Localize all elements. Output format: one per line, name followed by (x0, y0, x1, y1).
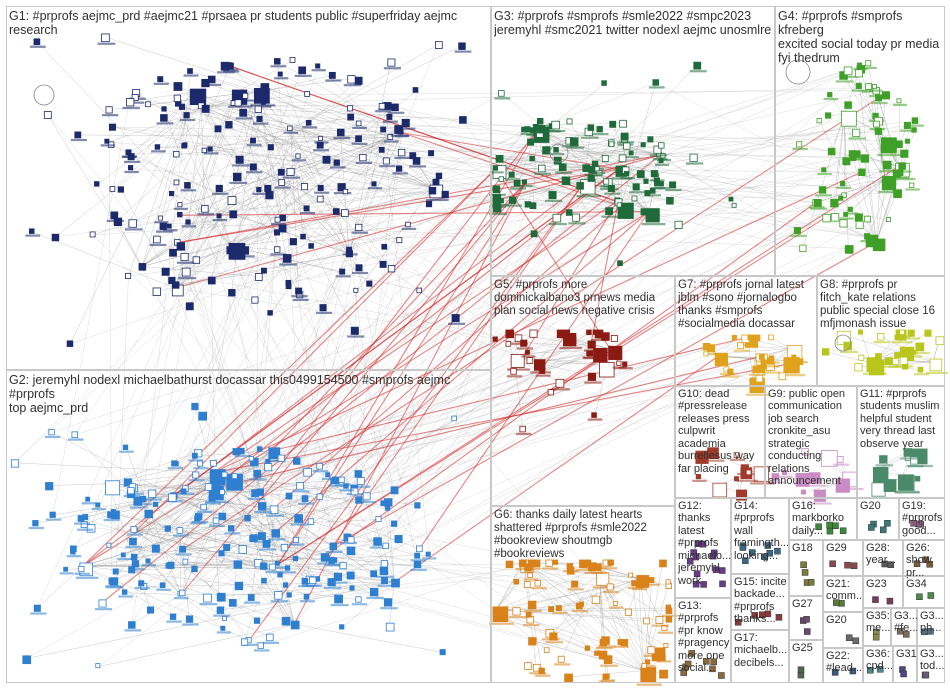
group-box-g3c: G3... tod... (917, 646, 945, 683)
group-label-g28: G28: year... (866, 542, 904, 567)
group-box-g4: G4: #prprofs #smprofs kfreberg excited s… (775, 6, 945, 276)
group-box-g27: G27 (789, 596, 823, 640)
group-label-g3c: G3... tod... (920, 648, 946, 673)
group-box-g1: G1: #prprofs aejmc_prd #aejmc21 #prsaea … (6, 6, 491, 370)
group-box-g25: G26: show pr... (903, 540, 945, 576)
group-box-g6: G6: thanks daily latest hearts shattered… (491, 506, 675, 683)
group-box-g3a: G3... #fe... (891, 608, 917, 646)
group-box-g3: G3: #prprofs #smprofs #smle2022 #smpc202… (491, 6, 775, 276)
group-box-g5: G5: #prprofs more dominickalbano3 prnews… (491, 276, 675, 506)
group-box-g24: G22: #lead... (823, 648, 863, 683)
group-label-g26: G25 (792, 642, 824, 654)
group-label-g31: G31 (896, 648, 918, 660)
group-label-g19: G19: #prprofs good... (902, 500, 946, 537)
group-label-g3b: G3... ph... (920, 610, 946, 635)
group-label-g1: G1: #prprofs aejmc_prd #aejmc21 #prsaea … (9, 9, 491, 37)
group-label-g9: G9: public open communication job search… (768, 388, 858, 487)
group-box-g35: G35: me... (863, 608, 891, 646)
group-box-g28: G28: year... (863, 540, 903, 576)
group-label-g18: G18 (792, 542, 824, 554)
group-label-g35: G35: me... (866, 610, 892, 635)
group-box-g2: G2: jeremyhl nodexl michaelbathurst doca… (6, 370, 491, 683)
group-label-g4: G4: #prprofs #smprofs kfreberg excited s… (778, 9, 944, 66)
group-box-g9: G9: public open communication job search… (765, 386, 857, 498)
group-label-g16: G16: markborko daily... (792, 500, 858, 537)
group-label-g14: G14: #prprofs wall framingth... looking.… (734, 500, 790, 562)
group-box-g12: G12: thanks latest #prprofs michaelb... … (675, 498, 731, 598)
node-label (637, 684, 662, 686)
group-box-g10: G10: dead #pressrelease releases press c… (675, 386, 765, 498)
group-box-g14: G14: #prprofs wall framingth... looking.… (731, 498, 789, 574)
group-label-g3a: G3... #fe... (894, 610, 918, 635)
group-label-g13: G13: #prprofs #pr know #pragency more on… (678, 600, 732, 675)
group-box-g34: G34 (903, 576, 945, 608)
group-box-g3b: G3... ph... (917, 608, 945, 646)
group-label-g3: G3: #prprofs #smprofs #smle2022 #smpc202… (494, 9, 774, 37)
group-box-g31: G31 (893, 646, 917, 683)
group-box-g17: G17: michaelb... decibels... (731, 630, 789, 683)
group-box-g16: G16: markborko daily... (789, 498, 857, 540)
group-box-g8: G8: #prprofs pr fitch_kate relations pub… (817, 276, 945, 386)
group-box-g29: G29 (823, 540, 863, 576)
group-label-g10: G10: dead #pressrelease releases press c… (678, 388, 766, 475)
group-label-g11: G11: #prprofs students muslim helpful st… (860, 388, 946, 450)
group-box-g21: G20 (823, 612, 863, 648)
group-label-g12: G12: thanks latest #prprofs michaelb... … (678, 500, 732, 587)
group-box-g23: G23 (863, 576, 903, 608)
group-label-g6: G6: thanks daily latest hearts shattered… (494, 509, 676, 561)
group-label-g20: G20 (860, 500, 900, 512)
group-box-g13: G13: #prprofs #pr know #pragency more on… (675, 598, 731, 683)
group-label-g29: G29 (826, 542, 864, 554)
group-label-g7: G7: #prprofs jornal latest jblm #sono #j… (678, 279, 818, 331)
group-label-g5: G5: #prprofs more dominickalbano3 prnews… (494, 279, 676, 318)
group-box-g15: G15: incite backade... #prprofs thanks..… (731, 574, 789, 630)
group-box-g36: G36: cpd... (863, 646, 893, 683)
group-label-g24: G22: #lead... (826, 650, 864, 675)
group-box-g26: G25 (789, 640, 823, 683)
group-label-g27: G27 (792, 598, 824, 610)
group-label-g21: G20 (826, 614, 864, 626)
group-label-g15: G15: incite backade... #prprofs thanks..… (734, 576, 790, 626)
group-label-g8: G8: #prprofs pr fitch_kate relations pub… (820, 279, 946, 331)
group-label-g2: G2: jeremyhl nodexl michaelbathurst doca… (9, 373, 491, 415)
group-box-g11: G11: #prprofs students muslim helpful st… (857, 386, 945, 498)
group-box-g19: G19: #prprofs good... (899, 498, 945, 540)
group-label-g34: G34 (906, 578, 946, 590)
group-label-g17: G17: michaelb... decibels... (734, 632, 790, 669)
group-box-g7: G7: #prprofs jornal latest jblm #sono #j… (675, 276, 817, 386)
group-box-g18: G18 (789, 540, 823, 596)
group-box-g20: G20 (857, 498, 899, 540)
group-label-g36: G36: cpd... (866, 648, 894, 673)
group-label-g23: G23 (866, 578, 904, 590)
group-label-g25: G26: show pr... (906, 542, 946, 579)
group-box-g22: G21: comm... (823, 576, 863, 612)
group-label-g22: G21: comm... (826, 578, 864, 603)
